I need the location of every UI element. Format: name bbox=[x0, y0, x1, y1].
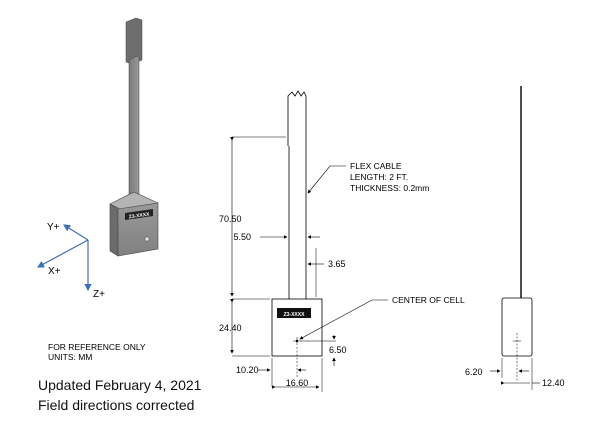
dim-cable-width: 5.50 bbox=[233, 232, 251, 242]
dim-side-center-depth: 6.20 bbox=[465, 367, 483, 377]
side-view bbox=[490, 86, 540, 390]
iso-cable bbox=[128, 55, 140, 201]
axis-z-label: Z+ bbox=[93, 289, 105, 300]
iso-box-label bbox=[125, 209, 153, 220]
iso-label-text: Z3-XXXX bbox=[128, 211, 150, 220]
dim-body-width: 16.60 bbox=[286, 378, 309, 388]
front-center-dot bbox=[295, 339, 299, 343]
front-view: Z3-XXXX bbox=[230, 90, 388, 392]
flex-cable-callout-1: FLEX CABLE bbox=[350, 161, 402, 171]
dim-center-x: 10.20 bbox=[236, 365, 259, 375]
iso-cable-top-connector bbox=[125, 17, 143, 65]
note-reference: FOR REFERENCE ONLY bbox=[48, 342, 146, 352]
note-units: UNITS: MM bbox=[48, 352, 92, 362]
dim-cable-length: 70.50 bbox=[219, 214, 242, 224]
axis-x-label: X+ bbox=[48, 266, 61, 277]
front-cable-connector bbox=[287, 90, 307, 146]
dim-side-depth: 12.40 bbox=[542, 378, 565, 388]
update-line-2: Field directions corrected bbox=[38, 397, 194, 413]
flex-cable-callout-2: LENGTH: 2 FT. bbox=[350, 172, 408, 182]
center-of-cell-callout: CENTER OF CELL bbox=[392, 295, 465, 305]
front-label bbox=[277, 308, 311, 318]
axes-indicator: Y+ X+ Z+ bbox=[36, 222, 105, 300]
isometric-view: Z3-XXXX bbox=[109, 17, 159, 257]
dim-center-y: 6.50 bbox=[329, 345, 347, 355]
update-line-1: Updated February 4, 2021 bbox=[38, 377, 202, 393]
dim-body-height: 24.40 bbox=[219, 323, 242, 333]
flex-cable-callout-3: THICKNESS: 0.2mm bbox=[350, 183, 429, 193]
iso-center-dot bbox=[144, 236, 150, 242]
iso-box-left bbox=[109, 203, 119, 257]
front-label-text: Z3-XXXX bbox=[284, 312, 306, 318]
axis-y-label: Y+ bbox=[47, 222, 60, 233]
dim-cable-offset: 3.65 bbox=[328, 259, 346, 269]
